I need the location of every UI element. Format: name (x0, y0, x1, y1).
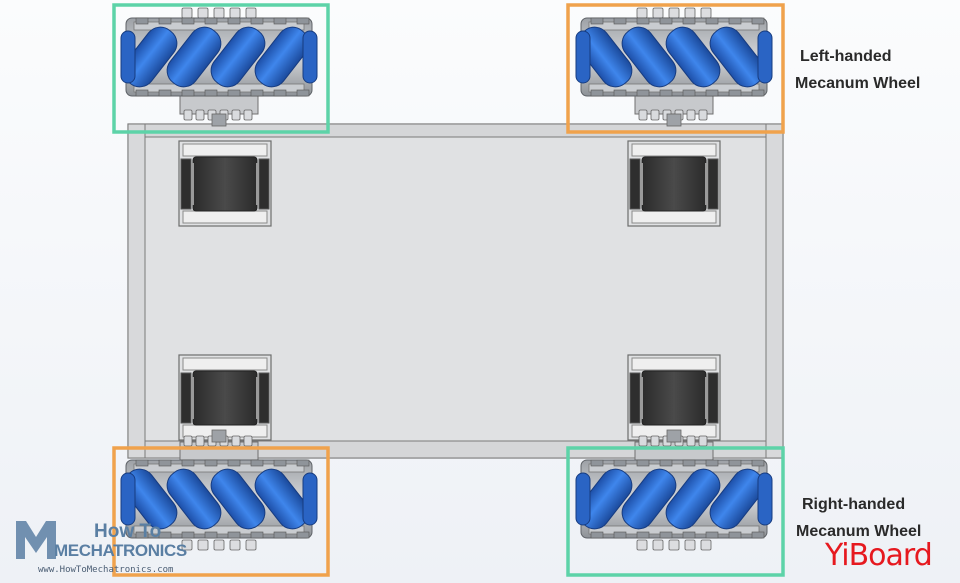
left-handed-label-line1: Left-handed (800, 48, 892, 65)
roller (621, 26, 677, 88)
roller-edge (302, 472, 318, 526)
motor-bottom-right (627, 354, 721, 441)
roller-edge (120, 30, 136, 84)
roller (709, 26, 765, 88)
watermark-line2: MECHATRONICS (54, 541, 187, 560)
howtomechatronics-logo-icon (16, 521, 56, 559)
roller (665, 26, 721, 88)
highlight-box-top-right (566, 3, 785, 134)
right-handed-label-line2: Mecanum Wheel (796, 523, 922, 540)
roller (254, 468, 310, 530)
roller-group (120, 26, 318, 88)
roller (665, 468, 721, 530)
roller-edge (575, 30, 591, 84)
roller (210, 468, 266, 530)
mecanum-wheel-top-left (120, 7, 318, 127)
roller (621, 468, 677, 530)
motor-top-left (178, 140, 272, 227)
roller (709, 468, 765, 530)
left-handed-label: Left-handed Mecanum Wheel (795, 43, 920, 97)
watermark-line1: How To (94, 521, 162, 542)
mecanum-wheel-top-right (575, 7, 773, 127)
roller-group (120, 468, 318, 530)
mecanum-wheel-bottom-right (575, 429, 773, 551)
mecanum-wheel-bottom-left (120, 429, 318, 551)
roller (254, 26, 310, 88)
motor-bottom-left (178, 354, 272, 441)
motor-top-right (627, 140, 721, 227)
yiboard-watermark: YiBoard (825, 538, 933, 573)
right-handed-label-line1: Right-handed (802, 496, 906, 513)
roller-edge (120, 472, 136, 526)
right-handed-label: Right-handed Mecanum Wheel (796, 491, 921, 545)
roller-edge (757, 472, 773, 526)
roller-group (575, 468, 773, 530)
roller (166, 468, 222, 530)
highlight-box-bottom-right (566, 446, 785, 577)
roller (166, 26, 222, 88)
highlight-box-bottom-left (112, 446, 330, 577)
left-handed-label-line2: Mecanum Wheel (795, 75, 921, 92)
roller-edge (302, 30, 318, 84)
roller-group (575, 26, 773, 88)
howtomechatronics-watermark: How To MECHATRONICS www.HowToMechatronic… (14, 517, 187, 579)
watermark-url: www.HowToMechatronics.com (38, 565, 174, 575)
roller (210, 26, 266, 88)
roller-edge (757, 30, 773, 84)
highlight-box-top-left (112, 3, 330, 134)
roller-edge (575, 472, 591, 526)
